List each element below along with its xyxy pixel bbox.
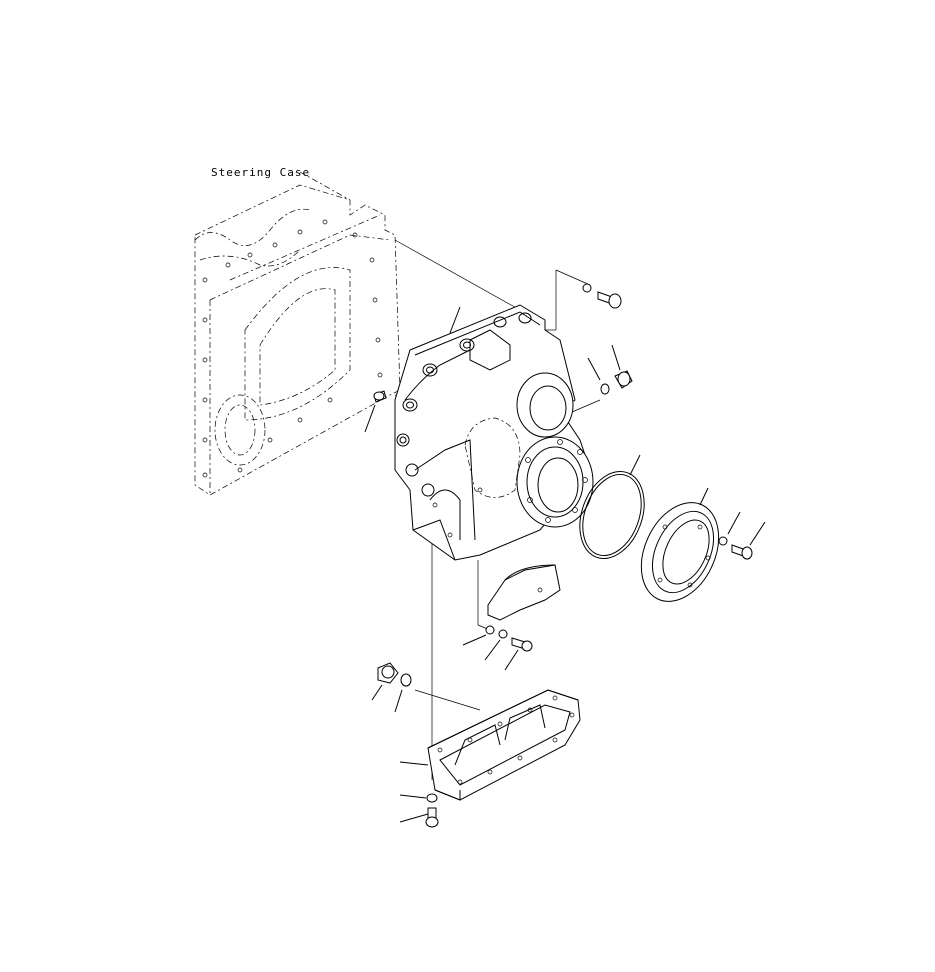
bracket-fasteners xyxy=(462,625,533,671)
plug-right xyxy=(587,344,633,395)
steering-case-leader xyxy=(299,171,351,201)
housing-leader xyxy=(449,306,461,334)
steering-case xyxy=(194,184,401,496)
bolt-right xyxy=(718,511,766,560)
o-ring-large xyxy=(579,454,645,560)
steering-case-label: Steering Case xyxy=(211,166,310,179)
plug-left xyxy=(364,390,387,433)
cover-plate xyxy=(640,487,720,602)
oil-pan xyxy=(399,689,581,801)
bracket xyxy=(487,564,561,621)
transfer-case-housing xyxy=(394,304,594,561)
pan-fasteners xyxy=(399,793,439,828)
drain-plug xyxy=(371,662,412,713)
bolt-top xyxy=(582,283,622,309)
